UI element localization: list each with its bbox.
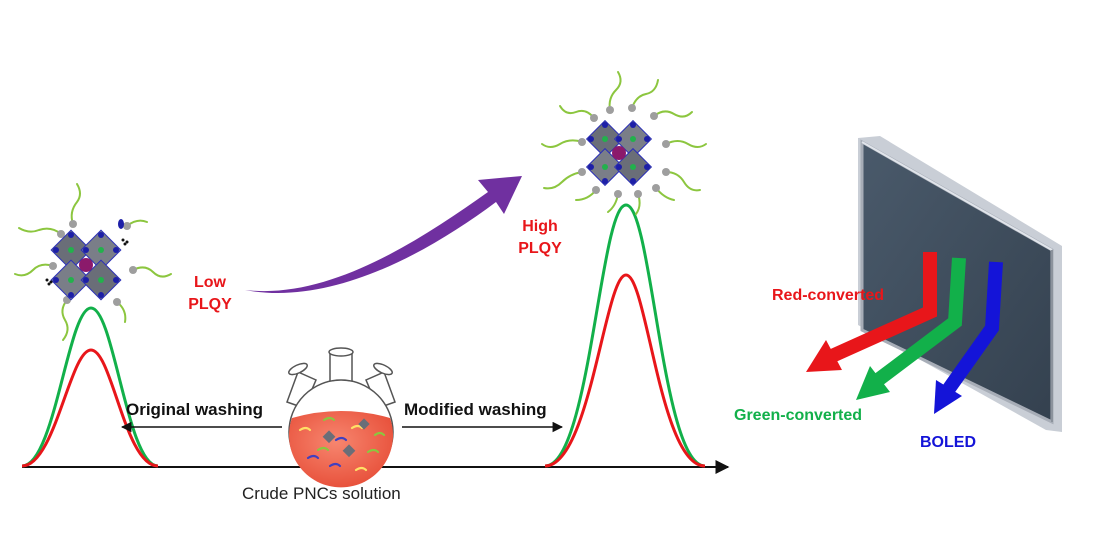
left-red-peak <box>21 348 159 468</box>
original-washing-label: Original washing <box>126 400 263 419</box>
three-neck-flask-icon <box>286 347 396 488</box>
green-converted-label: Green-converted <box>734 407 863 424</box>
left-perovskite-nanocrystal-icon <box>14 183 172 341</box>
blue-emission-arrow <box>934 261 1003 414</box>
low-plqy-line1: Low <box>194 274 226 291</box>
high-plqy-label: High PLQY <box>510 216 570 260</box>
axis-caption: Crude PNCs solution <box>242 484 401 503</box>
left-green-peak <box>21 306 159 468</box>
low-plqy-label: Low PLQY <box>182 272 238 316</box>
boled-label: BOLED <box>920 434 976 451</box>
improvement-arrow <box>245 176 522 293</box>
right-red-peak <box>544 273 706 468</box>
right-green-peak <box>544 203 706 468</box>
red-converted-label: Red-converted <box>772 287 885 304</box>
high-plqy-line2: PLQY <box>518 240 562 257</box>
green-emission-arrow <box>856 257 966 400</box>
low-plqy-line2: PLQY <box>188 296 232 313</box>
right-perovskite-nanocrystal-icon <box>541 71 707 215</box>
red-emission-arrow <box>806 252 937 372</box>
modified-washing-label: Modified washing <box>404 400 547 419</box>
high-plqy-line1: High <box>522 218 558 235</box>
